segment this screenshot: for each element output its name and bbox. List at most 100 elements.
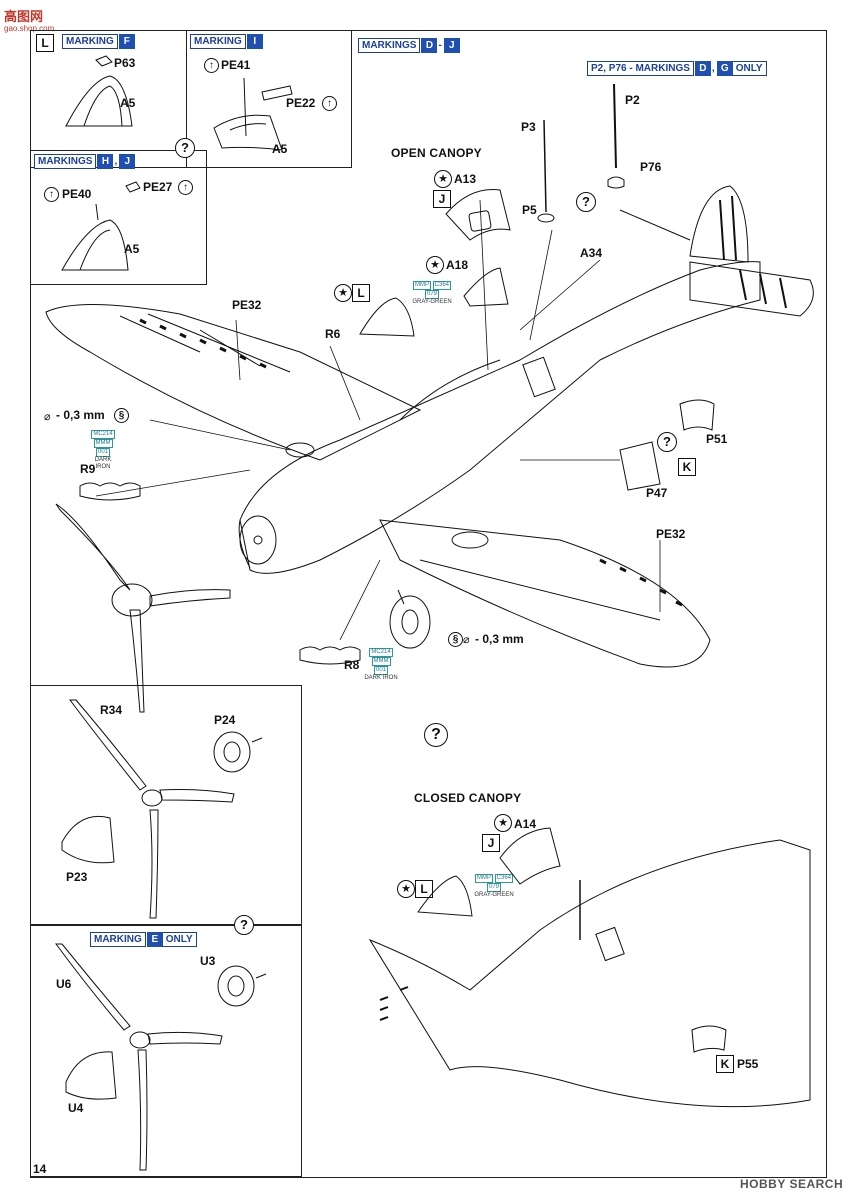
exhaust-parts-r8: [299, 646, 361, 665]
part-a13: A13: [454, 172, 477, 186]
dim-0-3mm-2: - 0,3 mm: [475, 632, 524, 646]
box-letter-l-top: L: [36, 34, 54, 52]
paint-swatch-gray-green-2: MMP C364 079 GRAY-GREEN: [474, 874, 514, 899]
marking-p2-sep: ,: [711, 63, 715, 74]
swatch-name: GRAY-GREEN: [412, 299, 452, 305]
dim-0-3mm-1: - 0,3 mm: [56, 408, 105, 422]
part-r6: R6: [325, 327, 341, 341]
swatch-code2: 079: [486, 883, 501, 892]
aircraft-landing-gear: [389, 589, 431, 649]
panel-divider: [186, 30, 187, 168]
marking-f-label: MARKING F: [62, 34, 135, 49]
arrow-icon: ↑: [204, 58, 219, 73]
box-letter-j-1: J: [433, 190, 451, 208]
arrow-icon: ↑: [178, 180, 193, 195]
part-u6: U6: [56, 977, 72, 991]
part-r34: R34: [100, 703, 123, 717]
marking-p2-text: P2, P76 - MARKINGS: [587, 61, 694, 76]
part-p24: P24: [214, 713, 236, 727]
main-propeller: [55, 503, 231, 713]
canopy-a18: [463, 267, 509, 307]
part-p5: P5: [522, 203, 537, 217]
marking-i-text: MARKING: [190, 34, 246, 49]
diameter-icon: ⌀: [463, 634, 470, 646]
swatch-code: C364: [494, 874, 513, 883]
part-pe22: PE22: [286, 96, 316, 110]
swatch-code2: 079: [424, 290, 439, 299]
box-letter-j-2: J: [482, 834, 500, 852]
swatch-brand: MC214: [91, 430, 115, 439]
panel-propeller-a: [30, 685, 302, 925]
question-icon: ?: [657, 432, 677, 452]
part-p51: P51: [706, 432, 728, 446]
question-icon: ?: [576, 192, 596, 212]
part-pe40: PE40: [62, 187, 92, 201]
canopy-drawing-hj: [61, 181, 141, 271]
leader-lines: [95, 199, 661, 641]
part-p47: P47: [646, 486, 668, 500]
star-icon: ★: [334, 284, 352, 302]
canopy-drawing-i: [213, 77, 293, 151]
page-number: 14: [33, 1162, 47, 1176]
box-letter-l-2: L: [415, 880, 433, 898]
marking-dj-text: MARKINGS: [358, 38, 421, 53]
part-u3: U3: [200, 954, 216, 968]
page-border-top: [30, 30, 826, 31]
marking-dj-code-d: D: [421, 38, 438, 53]
star-icon: ★: [494, 814, 512, 832]
watermark-brand: HOBBY SEARCH: [740, 1177, 844, 1191]
swatch-brand: MMP: [412, 281, 431, 290]
part-pe27: PE27: [143, 180, 173, 194]
paint-swatch-gray-green-1: MMP C364 079 GRAY-GREEN: [412, 281, 452, 306]
arrow-icon: ↑: [322, 96, 337, 111]
marking-f-code: F: [118, 34, 135, 49]
swatch-brand: MC214: [369, 648, 393, 657]
exhaust-parts-r9: [79, 482, 141, 501]
part-pe41: PE41: [221, 58, 251, 72]
paint-swatch-dark-iron-2: MC214 MMM 001 DARK IRON: [364, 648, 398, 682]
part-a5-i: A5: [272, 142, 288, 156]
marking-e-code: E: [146, 932, 163, 947]
panel-propeller-e: [30, 925, 302, 1177]
swatch-name: DARK IRON: [94, 457, 112, 470]
watermark-url: gao.shop.com: [4, 24, 55, 33]
propeller-a-drawing: [61, 699, 263, 919]
marking-dj-label: MARKINGS D - J: [358, 38, 460, 53]
arrow-icon: ↑: [44, 187, 59, 202]
marking-hj-sep: ,: [114, 156, 118, 167]
question-icon: ?: [424, 723, 448, 747]
marking-e-label: MARKING E ONLY: [90, 932, 197, 947]
page-border-right: [826, 30, 827, 1178]
marking-p2-code-g: G: [716, 61, 733, 76]
aircraft-left-wing: [45, 304, 422, 461]
marking-dj-sep: -: [438, 40, 442, 51]
part-p63: P63: [114, 56, 136, 70]
swatch-code2: 001: [373, 666, 388, 675]
part-p55: P55: [737, 1057, 759, 1071]
question-icon: ?: [234, 915, 254, 935]
drill-icon: §: [448, 632, 463, 647]
part-p2: P2: [625, 93, 640, 107]
question-icon: ?: [175, 138, 195, 158]
panel-marking-f-i: [30, 30, 352, 168]
part-p3: P3: [521, 120, 536, 134]
marking-i-code: I: [246, 34, 263, 49]
box-letter-k-1: K: [678, 458, 696, 476]
heading-open-canopy: OPEN CANOPY: [391, 146, 482, 160]
paint-swatch-dark-iron-1: MC214 MMM 001 DARK IRON: [88, 430, 118, 471]
closed-canopy-drawing: [368, 827, 811, 1108]
part-a34: A34: [580, 246, 603, 260]
swatch-code: MMM: [93, 439, 113, 448]
marking-p2-suffix: ONLY: [732, 61, 767, 76]
swatch-code: MMM: [371, 657, 391, 666]
part-r9: R9: [80, 462, 96, 476]
marking-f-text: MARKING: [62, 34, 118, 49]
drill-icon: §: [114, 408, 129, 423]
part-a18: A18: [446, 258, 469, 272]
marking-hj-label: MARKINGS H , J: [34, 154, 136, 169]
star-icon: ★: [397, 880, 415, 898]
star-icon: ★: [434, 170, 452, 188]
marking-p2-code-d: D: [694, 61, 711, 76]
box-letter-l-1: L: [352, 284, 370, 302]
